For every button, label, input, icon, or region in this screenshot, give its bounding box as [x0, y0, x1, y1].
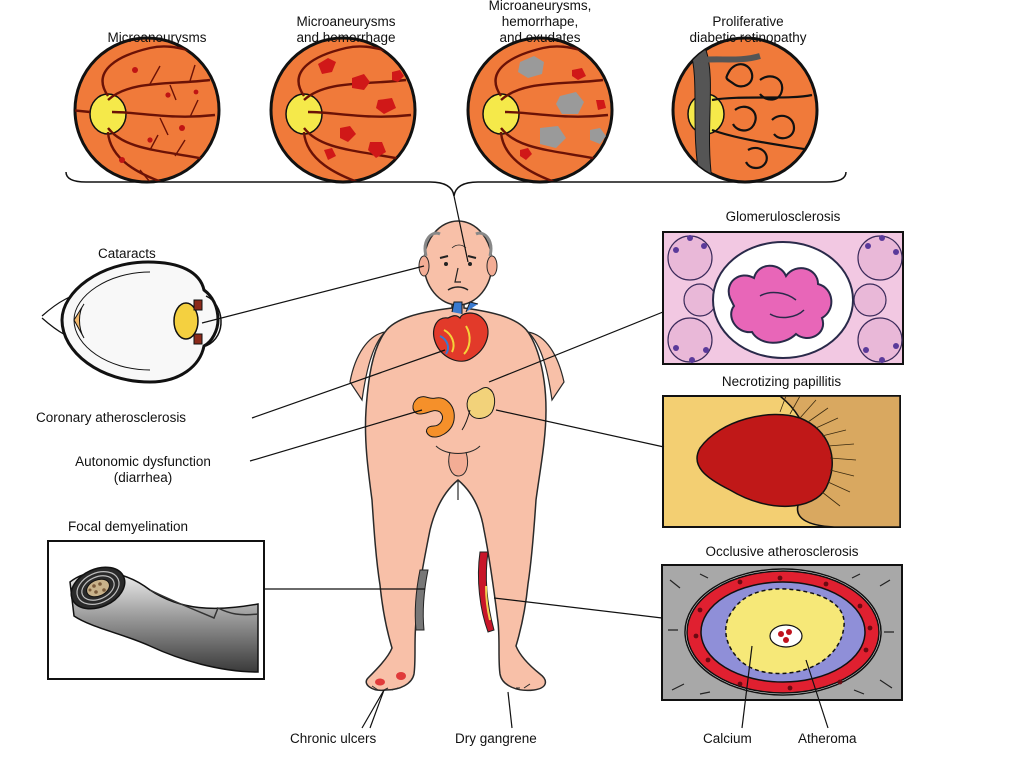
label-calcium: Calcium	[703, 731, 752, 746]
label-line: and hemorrhage	[296, 30, 396, 45]
glomerulosclerosis-panel	[662, 231, 904, 365]
retina-proliferative	[671, 36, 819, 184]
label-dry-gangrene: Dry gangrene	[455, 731, 537, 746]
human-figure	[349, 220, 565, 692]
label-line: Autonomic dysfunction	[75, 454, 211, 469]
label-atheroma: Atheroma	[798, 731, 857, 746]
label-line: and exudates	[499, 30, 581, 45]
label-occlusive-atherosclerosis: Occlusive atherosclerosis	[705, 544, 859, 559]
label-line: (diarrhea)	[113, 470, 173, 485]
label-microaneurysms-exudates: Microaneurysms, hemorrhape, and exudates	[460, 0, 620, 46]
label-line: Microaneurysms,	[488, 0, 592, 13]
label-proliferative-retinopathy: Proliferative diabetic retinopathy	[660, 14, 836, 46]
focal-demyelination-panel	[47, 540, 265, 680]
label-line: Proliferative	[712, 14, 784, 29]
label-necrotizing-papillitis: Necrotizing papillitis	[721, 374, 842, 389]
label-chronic-ulcers: Chronic ulcers	[290, 731, 377, 746]
label-autonomic-dysfunction: Autonomic dysfunction (diarrhea)	[36, 454, 250, 486]
leader-lines	[201, 195, 829, 729]
label-glomerulosclerosis: Glomerulosclerosis	[725, 209, 841, 224]
label-microaneurysms-hemorrhage: Microaneurysms and hemorrhage	[266, 14, 426, 46]
retina-microaneurysms	[73, 36, 221, 184]
label-coronary-atherosclerosis: Coronary atherosclerosis	[36, 410, 187, 425]
cataract-eye	[41, 260, 222, 384]
label-line: diabetic retinopathy	[689, 30, 807, 45]
label-microaneurysms: Microaneurysms	[107, 30, 207, 45]
label-line: hemorrhape,	[501, 14, 579, 29]
retina-exudates	[466, 36, 614, 184]
necrotizing-papillitis-panel	[662, 395, 901, 528]
label-focal-demyelination: Focal demyelination	[68, 519, 189, 534]
retina-hemorrhage	[269, 36, 417, 184]
occlusive-atherosclerosis-panel	[661, 564, 903, 701]
label-line: Microaneurysms	[296, 14, 396, 29]
label-cataracts: Cataracts	[98, 246, 156, 261]
